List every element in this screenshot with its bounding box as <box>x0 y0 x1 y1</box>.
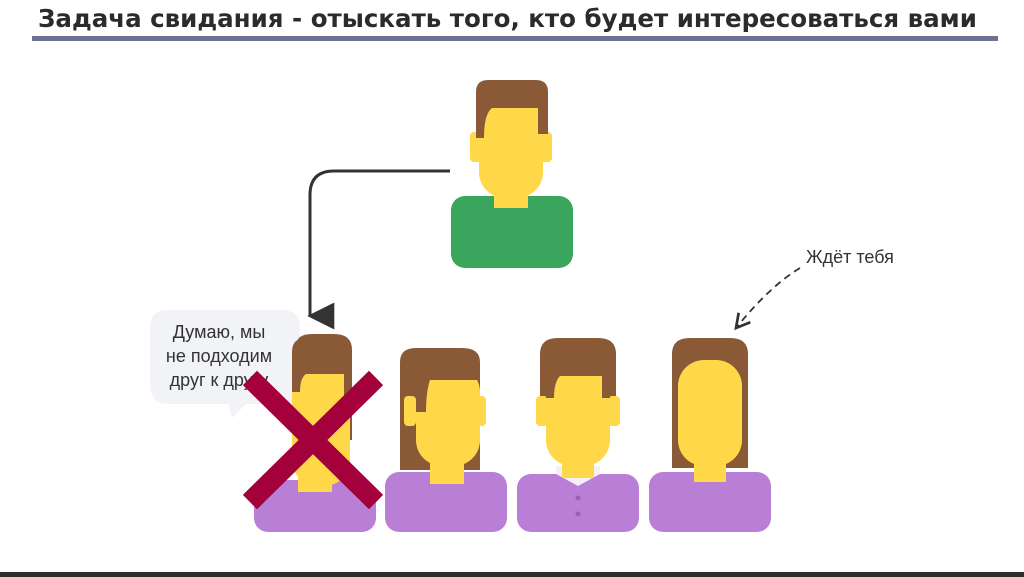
woman2-shirt <box>385 472 507 532</box>
woman3-ear-left <box>536 396 548 426</box>
woman3-ear-right <box>608 396 620 426</box>
woman4-face <box>678 360 742 466</box>
woman2-face <box>416 366 480 466</box>
man-hair <box>476 80 548 138</box>
woman-figure-4 <box>649 338 771 532</box>
woman3-face <box>546 362 610 466</box>
bottom-bar <box>0 572 1024 577</box>
waits-label: Ждёт тебя <box>806 247 894 267</box>
bubble-line-1: Думаю, мы <box>172 322 266 342</box>
bubble-text: Думаю, мы не подходим друг к другу <box>150 320 288 392</box>
woman2-ear-left <box>404 396 416 426</box>
connector-arrow <box>307 169 450 330</box>
woman3-button-2 <box>575 511 581 517</box>
bubble-line-2: не подходим <box>165 346 273 366</box>
bubble-line-3: друг к другу <box>169 370 269 390</box>
man-face <box>479 96 543 198</box>
woman3-button-1 <box>575 495 581 501</box>
slide-title: Задача свидания - отыскать того, кто буд… <box>38 4 977 33</box>
woman3-shirt <box>517 474 639 532</box>
waits-arrow <box>734 267 801 331</box>
woman4-shirt <box>649 472 771 532</box>
title-underline <box>32 36 998 41</box>
woman-figure-3 <box>517 338 639 532</box>
man-figure <box>451 80 573 268</box>
man-shirt <box>451 196 573 268</box>
woman-figure-2 <box>385 348 507 532</box>
